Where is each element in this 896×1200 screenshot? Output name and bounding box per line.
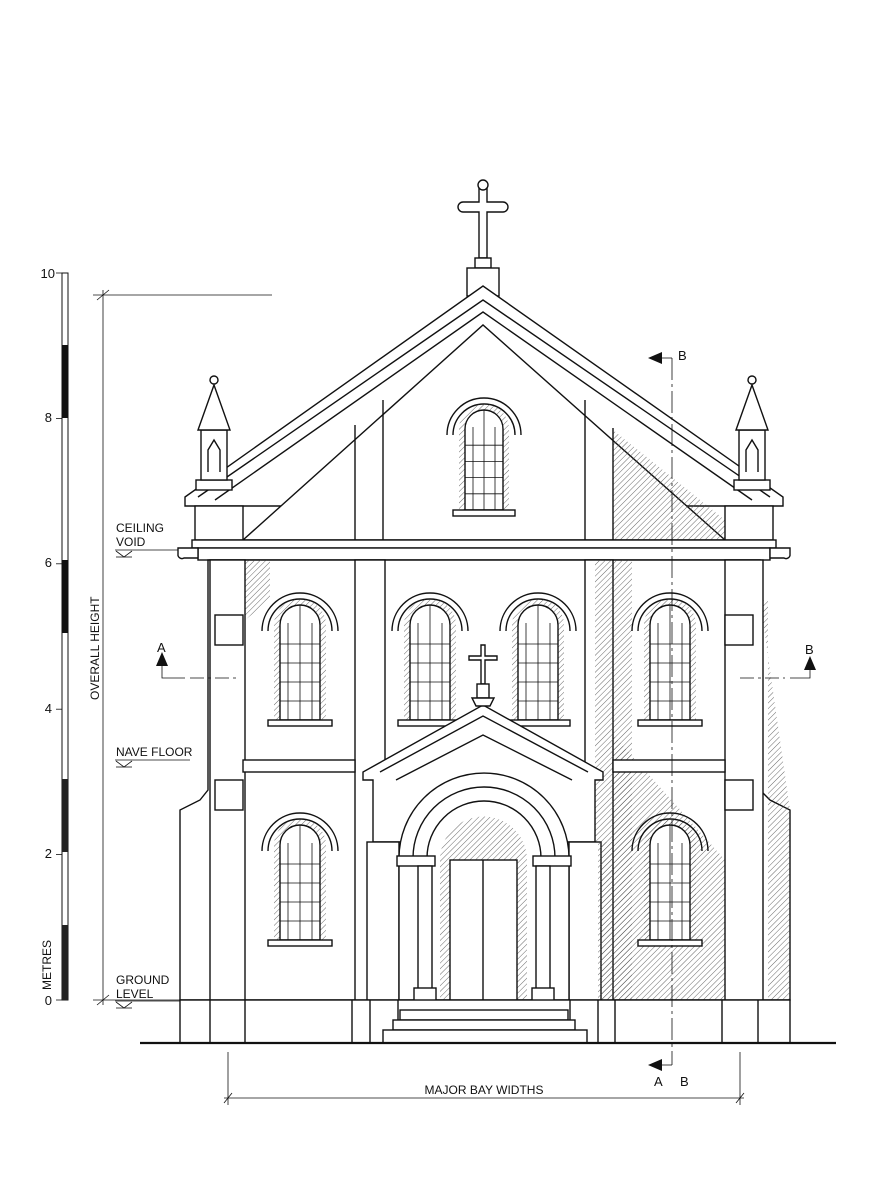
- scale-tick-10: 10: [41, 266, 55, 281]
- arched-window: [631, 812, 709, 947]
- arched-window: [261, 812, 339, 947]
- arched-window: [631, 592, 709, 727]
- section-a-label: A: [157, 640, 166, 655]
- level-ground: GROUND LEVEL: [115, 973, 180, 1009]
- ground-level-label-2: LEVEL: [116, 987, 154, 1001]
- section-b-marker-right: B: [740, 642, 816, 679]
- window-sill: [267, 719, 333, 727]
- church-facade: [140, 179, 836, 1045]
- level-ceiling-void: CEILING VOID: [115, 521, 178, 558]
- arched-window: [261, 592, 339, 727]
- section-a-label-bottom: A: [654, 1074, 663, 1089]
- arched-window: [391, 592, 469, 727]
- level-nave-floor: NAVE FLOOR: [115, 745, 193, 768]
- window-sill: [267, 939, 333, 947]
- ceiling-void-label-1: CEILING: [116, 521, 164, 535]
- section-b-label-top: B: [678, 348, 687, 363]
- window-sill: [637, 939, 703, 947]
- entrance-porch: [362, 644, 612, 1003]
- scale-unit-label: METRES: [40, 940, 54, 990]
- nave-floor-label: NAVE FLOOR: [116, 745, 193, 759]
- entrance-step: [399, 1009, 569, 1021]
- section-a-marker: A: [156, 640, 236, 679]
- entrance-step: [382, 1029, 588, 1044]
- major-bay-widths-dimension: MAJOR BAY WIDTHS: [223, 1052, 745, 1105]
- arched-window: [499, 592, 577, 727]
- pinnacle: [195, 375, 233, 491]
- scale-tick-6: 6: [45, 555, 52, 570]
- scale-tick-2: 2: [45, 846, 52, 861]
- entrance-step: [392, 1019, 576, 1031]
- scale-tick-0: 0: [45, 993, 52, 1008]
- roof-cross: [457, 179, 509, 297]
- window-sill: [452, 509, 516, 517]
- scale-tick-8: 8: [45, 410, 52, 425]
- metre-scale-bar: 0 2 4 6 8 10 METRES: [40, 266, 69, 1008]
- ceiling-void-label-2: VOID: [116, 535, 146, 549]
- pinnacle: [733, 375, 771, 491]
- overall-height-label: OVERALL HEIGHT: [88, 596, 102, 700]
- ground-level-label-1: GROUND: [116, 973, 170, 987]
- arched-window: [446, 397, 522, 517]
- section-b-vertical-line: B A B: [648, 348, 689, 1089]
- major-bay-widths-label: MAJOR BAY WIDTHS: [425, 1083, 544, 1097]
- overall-height-dimension: OVERALL HEIGHT: [88, 289, 272, 1006]
- section-b-label-bottom: B: [680, 1074, 689, 1089]
- section-b-label-right: B: [805, 642, 814, 657]
- scale-tick-4: 4: [45, 701, 52, 716]
- window-sill: [637, 719, 703, 727]
